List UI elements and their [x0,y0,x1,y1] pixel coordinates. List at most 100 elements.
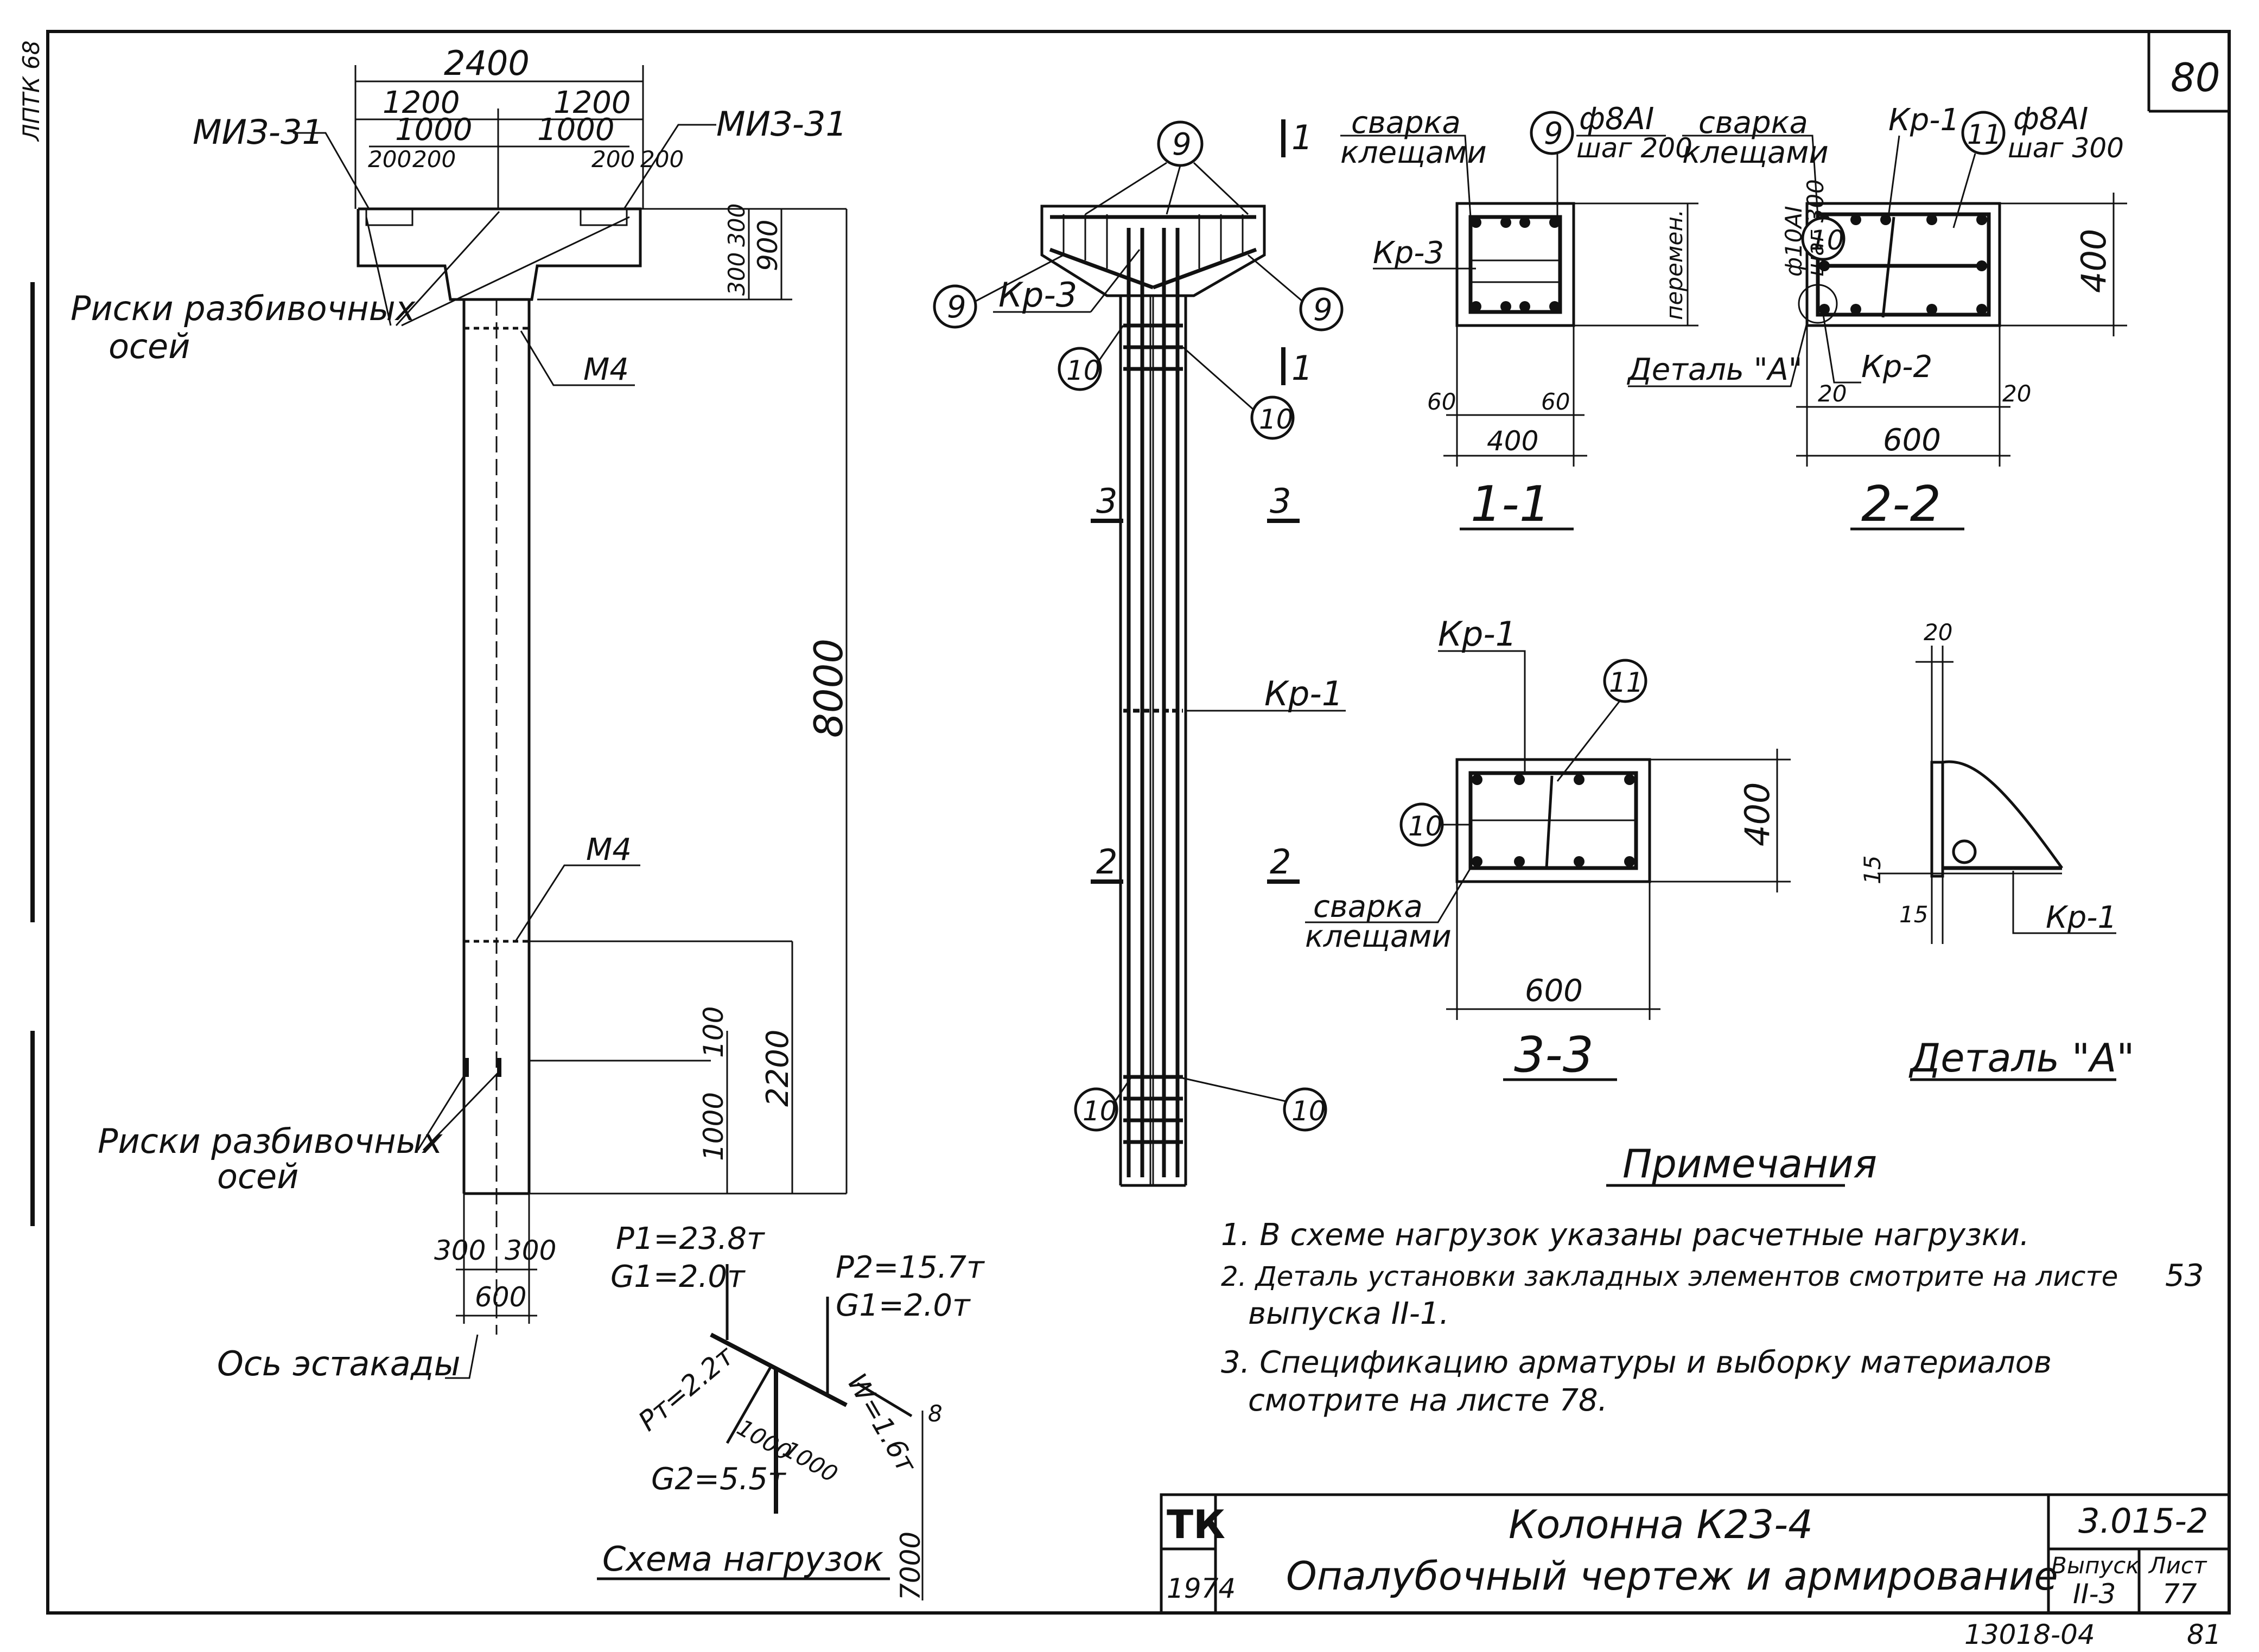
bubble-9-right [1299,287,1344,331]
label-axes-bot-1: Риски разбивочных [98,1121,443,1161]
s11-bar-spec: ф8АI [1579,101,1654,137]
dim-plate-c: 200 [591,146,635,173]
sheet-frame [46,30,2231,1615]
dim-height-total: 8000 [806,639,851,738]
s22-dim-right: 20 [2002,380,2031,407]
cut-1-bottom-label: 1 [1291,348,1313,388]
note-3-cont: смотрите на листе 78. [1248,1383,1607,1418]
s22-pitch-2: шаг 300 [1802,179,1829,277]
detail-a-dim-side: 15 [1859,856,1886,884]
title-block: ТК 1974 Колонна К23-4 Опалубочный чертеж… [1160,1493,2231,1615]
s11-welding-2: клещами [1340,135,1487,170]
section-2-2: сварка клещами Кр-1 11 ф8АI шаг 300 10 ф… [1626,101,2127,533]
detail-a-wall [1930,761,1944,878]
s22-bubble-10-label: 10 [1810,225,1844,256]
s33-cage: Кр-1 [1438,614,1517,654]
cap-outline [357,207,642,301]
s22-bar-spec-2: ф10АI [1780,206,1807,277]
load-d4: 8 [928,1400,943,1427]
s33-bubble-11 [1603,659,1647,703]
rebar-cap-outline [1040,205,1266,297]
s11-dim-right: 60 [1541,388,1570,415]
load-beam [710,1332,848,1407]
s33-bubble-11-label: 11 [1609,667,1644,698]
detail-a-dim-bottom: 15 [1899,901,1928,928]
label-axes-top-1: Риски разбивочных [71,289,416,328]
tb-subtitle: Опалубочный чертеж и армирование [1286,1553,2058,1599]
s33-welding-1: сварка [1313,889,1423,924]
load-title: Схема нагрузок [602,1539,884,1579]
load-w: W=1.6т [841,1368,923,1479]
s22-bar-spec: ф8АI [2013,101,2088,137]
dim-half-right: 1200 [553,85,631,120]
title-block-frame [1160,1493,2231,1615]
label-miz-right: МИЗ-31 [716,104,847,144]
bubble-10-upper-right-label: 10 [1259,404,1294,435]
cut-2-left-label: 2 [1096,842,1117,882]
detail-a-title: Деталь "А" [1908,1035,2134,1081]
detail-a-concrete-edge [1942,760,2064,869]
load-pt: Pт=2.2т [632,1340,740,1438]
bubble-10-lower-left-label: 10 [1083,1095,1117,1127]
bubble-9-left-label: 9 [947,290,966,325]
leader-m4-top [520,330,635,386]
label-trestle-axis: Ось эстакады [217,1344,461,1383]
label-m4-mid: М4 [586,832,632,868]
dim-inner-right: 1000 [537,112,615,148]
detail-a: 20 15 15 Кр-1 Деталь "А" [1859,619,2134,1081]
footer-page: 81 [2187,1619,2222,1649]
s11-dim-width: 400 [1487,425,1538,457]
dim-plate-a: 200 [368,146,411,173]
note-3: 3. Спецификацию арматуры и выборку матер… [1221,1345,2052,1380]
dim-lower-total: 2200 [760,1029,796,1107]
leader-axes-bot-1 [417,1071,468,1151]
s22-dim-width: 600 [1883,423,1941,458]
s11-bubble-9-label: 9 [1544,116,1563,151]
cut-3-right-label: 3 [1270,481,1291,521]
tb-issue-label: Выпуск [2051,1552,2140,1579]
dim-cap-total: 900 [752,220,784,271]
s22-pitch: шаг 300 [2008,132,2124,164]
load-p2: P2=15.7т [836,1250,985,1285]
s33-dim-width: 600 [1525,973,1583,1009]
load-g1-left: G1=2.0т [610,1259,746,1294]
dim-lower-b: 1000 [698,1092,729,1161]
bubble-9-top-label: 9 [1172,127,1192,162]
leader-axes-1 [365,216,392,326]
dim-lower-a: 100 [698,1006,729,1058]
detail-a-marker [1798,284,1838,324]
reinforcement-view: 9 9 9 Кр-3 10 10 10 10 Кр-1 1 [933,118,1346,1187]
bubble-9-right-label: 9 [1313,292,1333,328]
bubble-10-lower-left [1074,1087,1118,1132]
sheet-corner-number: 80 [2171,55,2220,100]
s22-welding-2: клещами [1682,135,1829,170]
section-1-1: сварка клещами 9 ф8АI шаг 200 Кр-3 перем… [1340,101,1698,533]
s11-dim-left: 60 [1427,388,1456,415]
dim-overall-width: 2400 [444,43,530,83]
bubble-10-upper-right [1250,396,1295,440]
tb-series: 3.015-2 [2078,1501,2208,1541]
leader-axes-3 [401,216,630,327]
detail-a-longbar [1952,839,1977,864]
s22-title: 2-2 [1861,476,1941,533]
tb-org: ТК [1167,1502,1225,1547]
margin-stamp: ЛПТК 68 [18,41,44,142]
note-2: 2. Деталь установки закладных элементов … [1221,1261,2118,1292]
plate-right [580,208,628,226]
dim-base-width: 600 [475,1281,526,1313]
cut-2-right-label: 2 [1270,842,1291,882]
tb-issue-value: II-3 [2073,1578,2116,1610]
load-arrow-pt [726,1366,772,1444]
note-1: 1. В схеме нагрузок указаны расчетные на… [1221,1217,2029,1253]
bubble-10-lower-right [1283,1087,1327,1132]
s22-bubble-10 [1801,216,1846,261]
leader-trestle-axis [445,1334,479,1379]
section-1-1-outline [1455,202,1575,327]
load-g1-right: G1=2.0т [836,1288,971,1323]
cut-3-left-label: 3 [1096,481,1117,521]
plate-left [365,208,413,226]
s11-variable: перемен. [1661,209,1688,320]
elevation-view: 2400 1200 1200 1000 1000 200 200 200 200… [71,43,851,1383]
